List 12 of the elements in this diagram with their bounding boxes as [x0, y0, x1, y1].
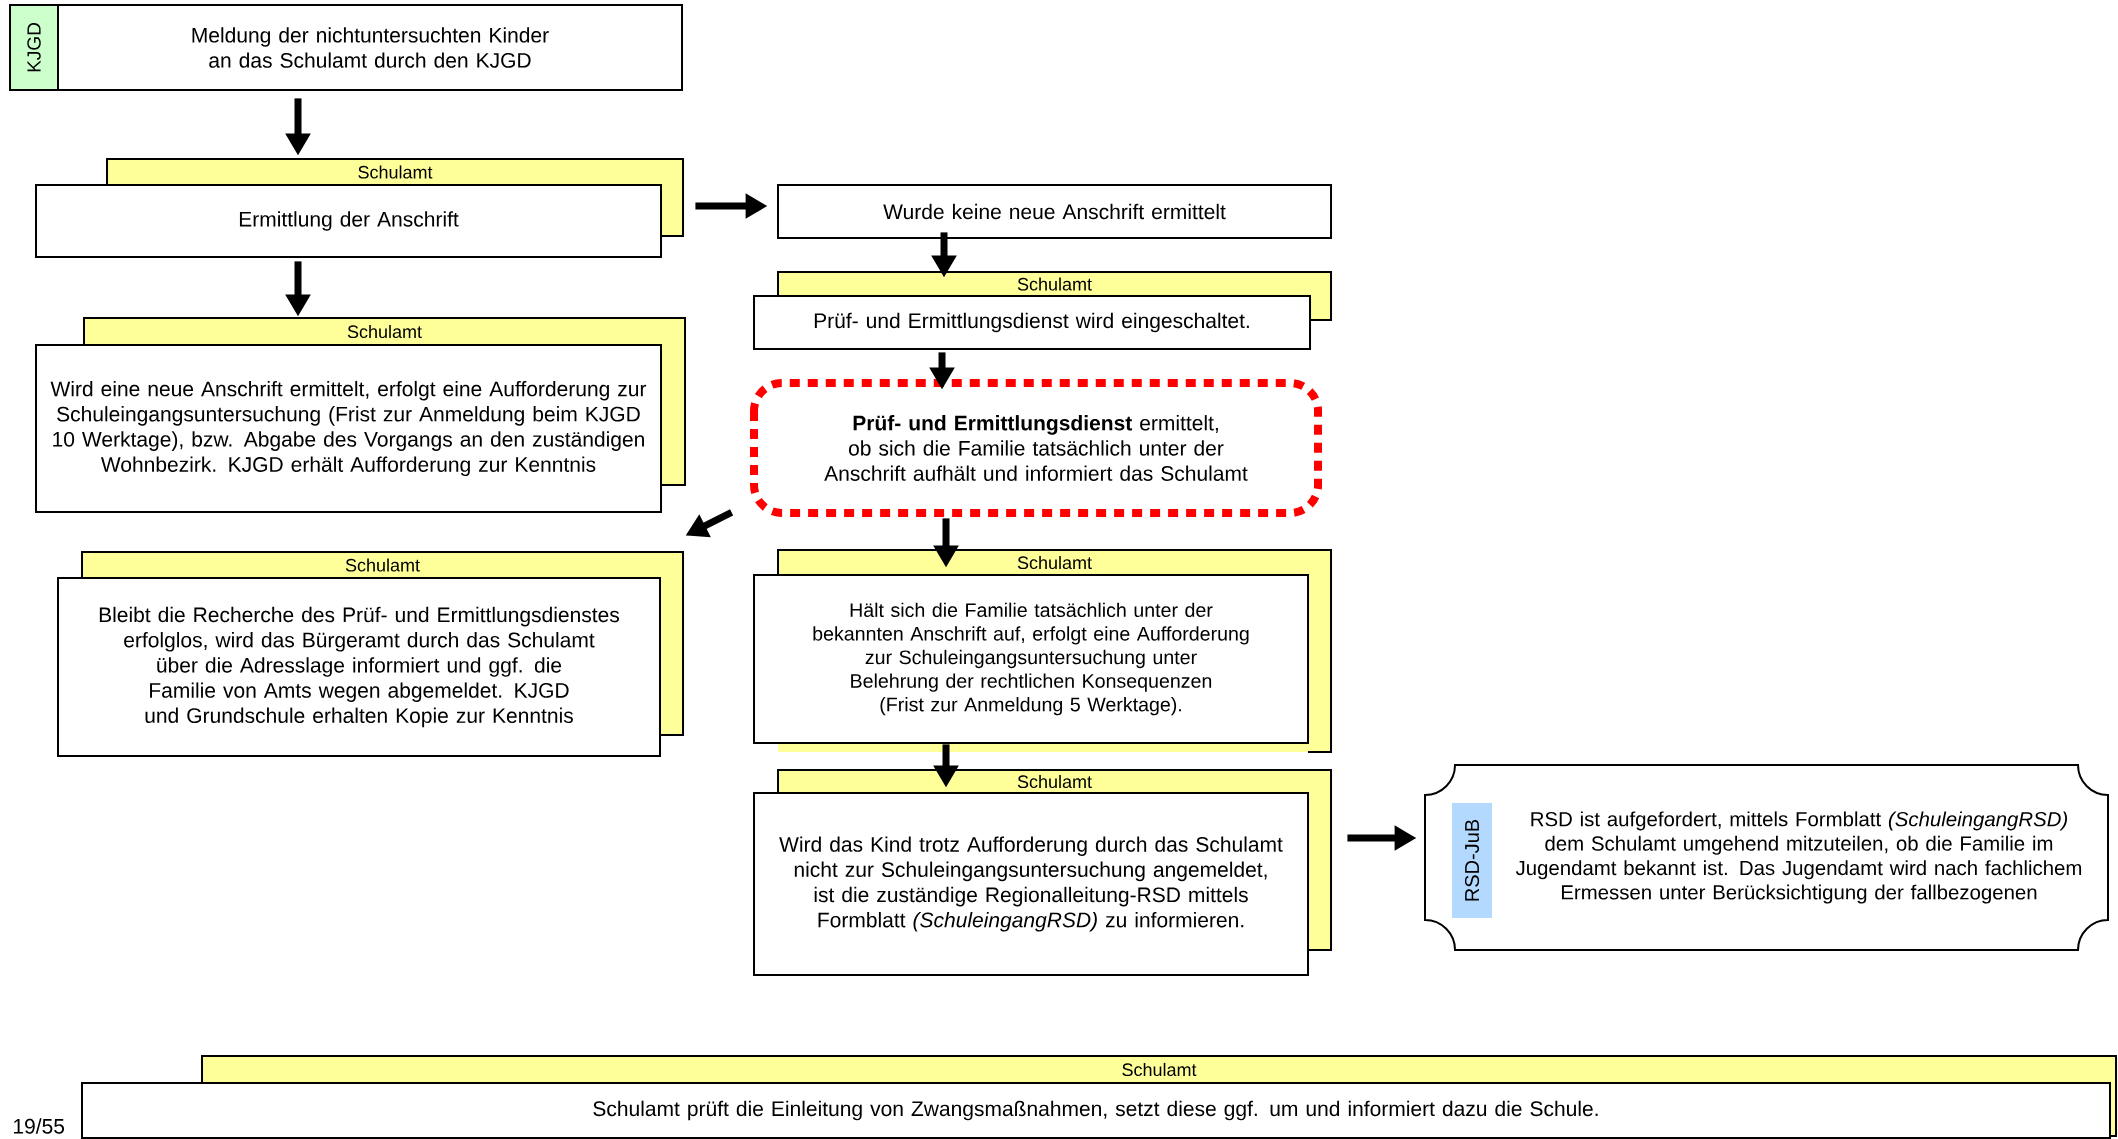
process-box: KJGD Meldung der nichtuntersuchten Kinder an das Schulamt durch den KJGD — [9, 4, 683, 91]
page-number: 19/55 — [14, 1118, 65, 1134]
process-box: Ermittlung der Anschrift — [35, 184, 662, 258]
process-box: Wird eine neue Anschrift ermittelt, erfolgt eine Aufforderung zur Schuleingangsuntersuchung (Frist zur Anmeldung beim KJGD 10 Werktage), bzw. Abgabe des Vorgangs an den zuständigen Wohnbezirk. KJGD erhält Aufforderung zur Kenntnis — [35, 344, 662, 513]
process-box: Bleibt die Recherche des Prüf- und Ermittlungsdienstes erfolglos, wird das Bürgeramt durch das Schulamt über die Adresslage informiert und ggf. die Familie von Amts wegen abgemeldet. KJGD und Grundschule erhalten Kopie zur Kenntnis — [57, 577, 661, 757]
process-box: Wurde keine neue Anschrift ermittelt — [777, 184, 1332, 239]
dotted-box: Prüf- und Ermittlungsdienst ermittelt, ob sich die Familie tatsächlich unter der Anschrift aufhält und informiert das Schulamt — [750, 379, 1322, 517]
process-box: RSD-JuB RSD ist aufgefordert, mittels Formblatt (SchuleingangRSD) dem Schulamt umgehend mitzuteilen, ob die Familie im Jugendamt bekannt ist. Das Jugendamt wird nach fachlichem Ermessen unter Berücksichtigung der fallbezogenen — [1424, 764, 2109, 951]
process-box: Prüf- und Ermittlungsdienst wird eingeschaltet. — [753, 295, 1311, 350]
process-box: Wird das Kind trotz Aufforderung durch das Schulamt nicht zur Schuleingangsuntersuchung angemeldet, ist die zuständige Regionalleitung-RSD mittels Formblatt (SchuleingangRSD) zu informieren. — [753, 792, 1309, 976]
process-box: Hält sich die Familie tatsächlich unter der bekannten Anschrift auf, erfolgt eine Aufforderung zur Schuleingangsuntersuchung unter Belehrung der rechtlichen Konsequenzen (Frist zur Anmeldung 5 Werktage). — [753, 574, 1309, 744]
process-box: Schulamt prüft die Einleitung von Zwangsmaßnahmen, setzt diese ggf. um und informiert dazu die Schule. — [81, 1082, 2111, 1139]
